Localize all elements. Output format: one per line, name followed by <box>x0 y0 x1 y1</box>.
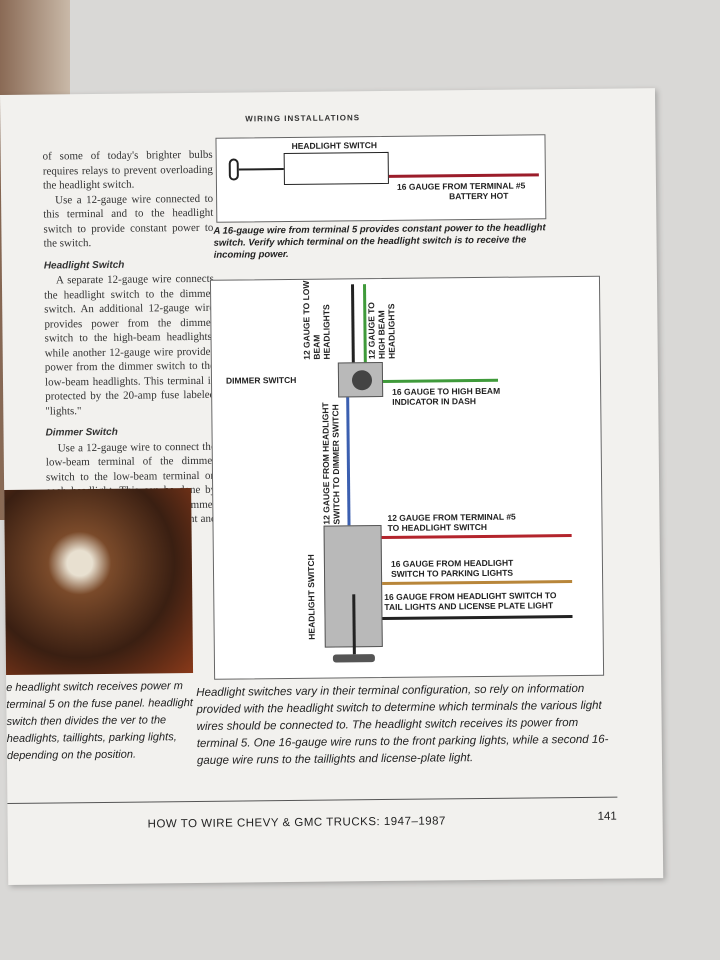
book-page: WIRING INSTALLATIONS of some of today's … <box>0 88 664 885</box>
paragraph: Use a 12-gauge wire connected to this te… <box>43 192 214 250</box>
paragraph: A separate 12-gauge wire connects the he… <box>44 272 216 418</box>
switch-shaft <box>238 168 284 171</box>
dimmer-switch-label: DIMMER SWITCH <box>225 374 297 386</box>
wire-label-line2: BATTERY HOT <box>449 190 509 202</box>
indicator-label-text: 16 GAUGE TO HIGH BEAM INDICATOR IN DASH <box>392 385 501 407</box>
dimmer-switch-body <box>337 362 384 398</box>
wire-tail <box>382 615 573 621</box>
paragraph: of some of today's brighter bulbs requir… <box>42 148 213 192</box>
label-line: SWITCH TO PARKING LIGHTS <box>390 567 514 579</box>
headlight-switch-label: HEADLIGHT SWITCH <box>305 554 317 640</box>
wire-terminal5 <box>381 534 572 540</box>
book-title-footer: HOW TO WIRE CHEVY & GMC TRUCKS: 1947–198… <box>147 815 446 831</box>
left-column: of some of today's brighter bulbs requir… <box>43 148 217 543</box>
running-header: WIRING INSTALLATIONS <box>245 113 361 124</box>
wire-indicator <box>383 378 499 384</box>
caption-diagram2: Headlight switches vary in their termina… <box>196 682 609 767</box>
indicator-label: 16 GAUGE TO HIGH BEAM INDICATOR IN DASH <box>392 386 507 407</box>
label-line: TO HEADLIGHT SWITCH <box>387 521 488 533</box>
label-line: 12 GAUGE FROM TERMINAL #5 <box>387 511 516 523</box>
caption-diagram1: A 16-gauge wire from terminal 5 provides… <box>213 222 546 261</box>
switch-knob-icon <box>332 654 375 663</box>
hs-to-dimmer-label: 12 GAUGE FROM HEADLIGHT SWITCH TO DIMMER… <box>320 402 342 525</box>
photo-caption: e headlight switch receives power m term… <box>6 680 193 762</box>
wire-red <box>388 173 539 178</box>
high-beam-label: 12 GAUGE TO HIGH BEAM HEADLIGHTS <box>366 302 397 360</box>
wire-hs-to-dimmer <box>346 397 351 526</box>
headlight-switch-photo <box>4 488 194 675</box>
switch-shaft <box>352 594 356 655</box>
diagram-headlight-circuit: 12 GAUGE TO LOW BEAM HEADLIGHTS 12 GAUGE… <box>209 275 605 680</box>
switch-knob-icon <box>228 158 239 181</box>
diagram-terminal5: HEADLIGHT SWITCH 16 GAUGE FROM TERMINAL … <box>215 134 547 223</box>
headlight-switch-label: HEADLIGHT SWITCH <box>291 140 378 151</box>
label-line: TAIL LIGHTS AND LICENSE PLATE LIGHT <box>384 600 554 613</box>
wire-parking <box>382 580 573 586</box>
dimmer-knob-icon <box>351 370 373 391</box>
wire-low-beam <box>351 284 355 365</box>
headlight-switch-body <box>283 151 389 186</box>
footer-divider <box>7 796 618 804</box>
low-beam-label: 12 GAUGE TO LOW BEAM HEADLIGHTS <box>300 280 332 360</box>
page-number: 141 <box>597 810 617 823</box>
